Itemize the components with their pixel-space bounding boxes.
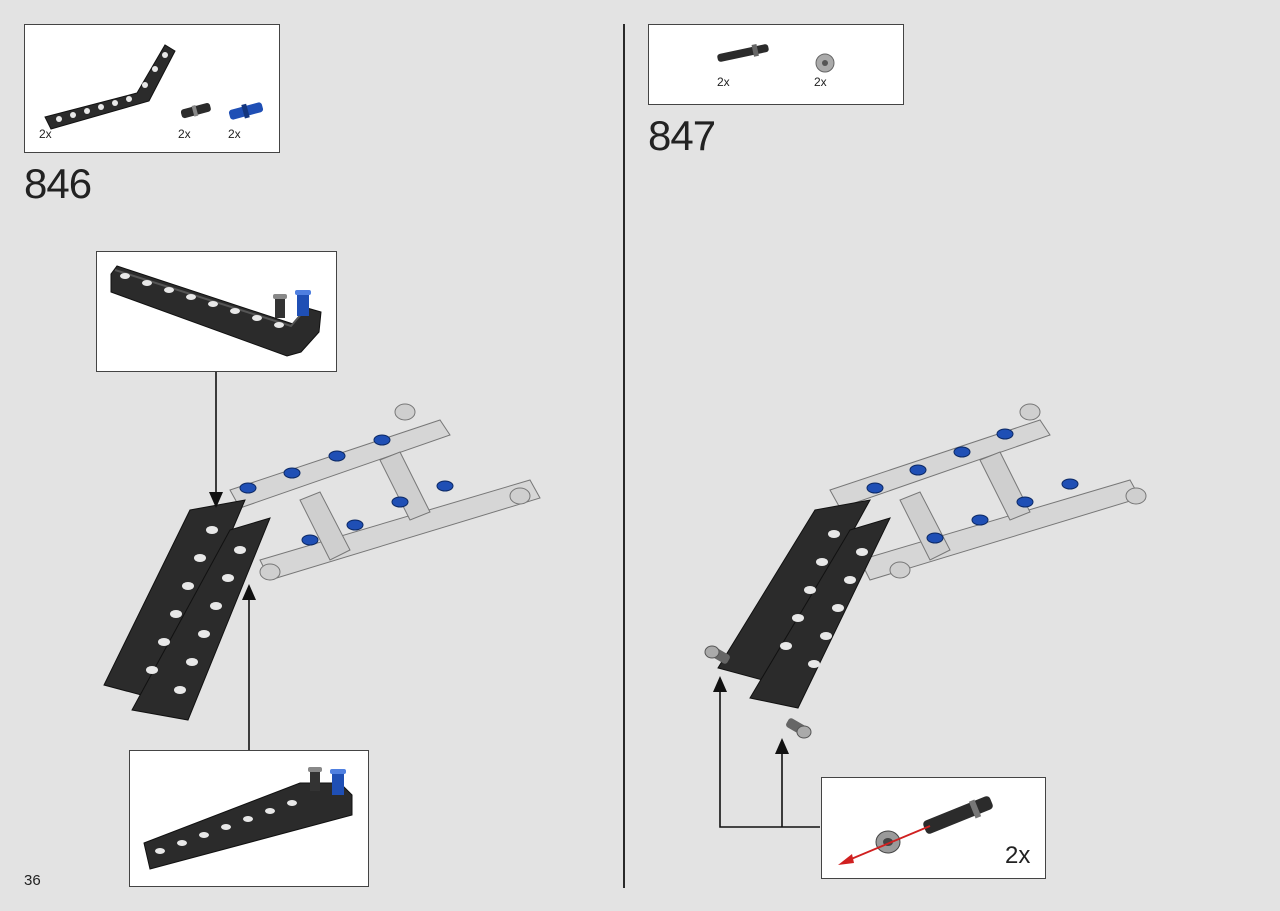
- beam-subassembly-icon: [110, 265, 322, 357]
- black-friction-pin-part-icon: [180, 102, 211, 119]
- arrow-callout-right: [713, 676, 820, 828]
- page-divider: [623, 24, 625, 888]
- black-axle-part-icon: [717, 44, 769, 62]
- chassis-model-step-846: [103, 403, 541, 721]
- part-qty-bush: 2x: [814, 75, 827, 89]
- arrow-top-callout-left: [209, 372, 223, 508]
- parts-box-step-847: 2x 2x: [648, 24, 904, 105]
- axle-bush-assembly-icon: [838, 796, 993, 865]
- step-number-846: 846: [24, 160, 92, 207]
- part-qty-bent-beam: 2x: [39, 127, 52, 141]
- callout-bottom-right: 2x: [821, 777, 1046, 879]
- step-number-847: 847: [648, 112, 716, 159]
- bent-beam-part-icon: [44, 44, 176, 130]
- arrow-bottom-callout-left: [242, 584, 256, 750]
- callout-bottom-left: [129, 750, 369, 887]
- page-number: 36: [24, 872, 41, 889]
- chassis-model-step-847: [704, 403, 1147, 739]
- part-qty-axle-pin: 2x: [228, 127, 241, 141]
- gray-bush-part-icon: [815, 53, 835, 73]
- parts-box-step-846: 2x 2x 2x: [24, 24, 280, 153]
- callout-qty: 2x: [1005, 842, 1031, 869]
- part-qty-friction-pin: 2x: [178, 127, 191, 141]
- blue-axle-pin-part-icon: [228, 102, 264, 120]
- part-qty-axle: 2x: [717, 75, 730, 89]
- callout-top-left: [96, 251, 337, 372]
- beam-subassembly-mirror-icon: [143, 767, 353, 870]
